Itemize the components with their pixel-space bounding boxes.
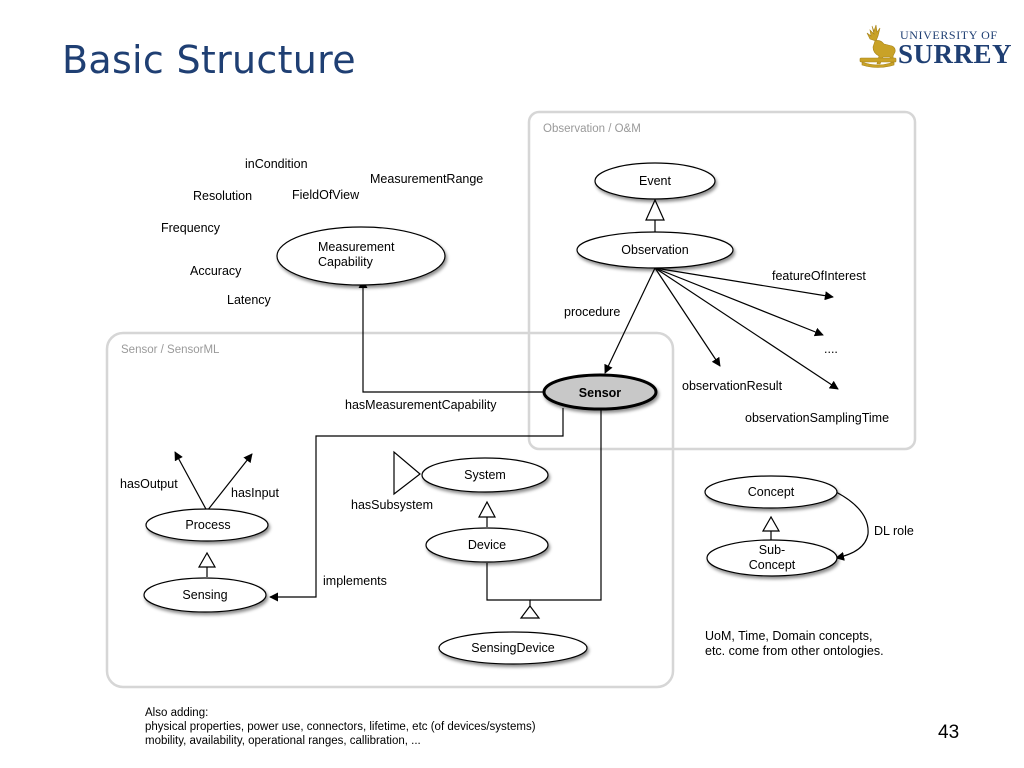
observation-result-label: observationResult	[682, 379, 783, 393]
observation-sampling-time-label: observationSamplingTime	[745, 411, 889, 425]
process-label: Process	[185, 518, 230, 532]
measurement-capability-label-line1: Measurement	[318, 240, 395, 254]
sub-concept-label-line2: Concept	[749, 558, 796, 572]
procedure-label: procedure	[564, 305, 620, 319]
sensing-node	[143, 577, 267, 613]
sensor-group-label: Sensor / SensorML	[121, 344, 220, 356]
page-number: 43	[938, 722, 960, 743]
footer-line-2: physical properties, power use, connecto…	[145, 721, 536, 733]
observation-group-box	[527, 110, 917, 451]
concept-label: Concept	[748, 485, 795, 499]
observation-node	[576, 231, 734, 269]
stag-icon	[859, 24, 897, 68]
dl-role-label: DL role	[874, 524, 914, 538]
measurement-range-label: MeasurementRange	[370, 172, 483, 186]
logo-surrey: SURREY	[898, 39, 1013, 69]
sensor-group-box	[105, 331, 675, 689]
process-node	[145, 508, 269, 542]
accuracy-label: Accuracy	[190, 264, 242, 278]
device-label: Device	[468, 538, 506, 552]
footer-notes: Also adding: physical properties, power …	[145, 706, 536, 748]
measurement-capability-node	[276, 226, 446, 286]
logo-university-of: UNIVERSITY OF	[900, 28, 998, 42]
system-label: System	[464, 468, 506, 482]
footer-line-3: mobility, availability, operational rang…	[145, 735, 421, 747]
has-input-label: hasInput	[231, 486, 279, 500]
latency-label: Latency	[227, 293, 272, 307]
resolution-label: Resolution	[193, 189, 252, 203]
feature-of-interest-label: featureOfInterest	[772, 269, 866, 283]
sensor-label: Sensor	[579, 386, 622, 400]
has-output-label: hasOutput	[120, 477, 178, 491]
ontology-note-line2: etc. come from other ontologies.	[705, 644, 884, 658]
university-logo: UNIVERSITY OF SURREY	[858, 22, 1012, 72]
sub-concept-node	[706, 539, 838, 577]
event-label: Event	[639, 174, 671, 188]
sensing-label: Sensing	[182, 588, 227, 602]
measurement-capability-label-line2: Capability	[318, 255, 374, 269]
has-measurement-capability-label: hasMeasurementCapability	[345, 398, 497, 412]
implements-label: implements	[323, 574, 387, 588]
sub-concept-label-line1: Sub-	[759, 543, 785, 557]
device-node	[425, 527, 549, 563]
event-node	[594, 162, 716, 200]
has-subsystem-label: hasSubsystem	[351, 498, 433, 512]
sensing-device-label: SensingDevice	[471, 641, 554, 655]
system-node	[421, 457, 549, 493]
concept-node	[704, 475, 838, 509]
frequency-label: Frequency	[161, 221, 221, 235]
sensor-node	[542, 373, 658, 411]
field-of-view-label: FieldOfView	[292, 188, 360, 202]
ellipsis-label: ....	[824, 342, 838, 356]
ontology-note-line1: UoM, Time, Domain concepts,	[705, 629, 872, 643]
observation-group-label: Observation / O&M	[543, 123, 641, 135]
footer-line-1: Also adding:	[145, 707, 209, 719]
sensing-device-node	[438, 631, 588, 665]
slide-title: Basic Structure	[62, 38, 356, 82]
observation-label: Observation	[621, 243, 688, 257]
in-condition-label: inCondition	[245, 157, 308, 171]
